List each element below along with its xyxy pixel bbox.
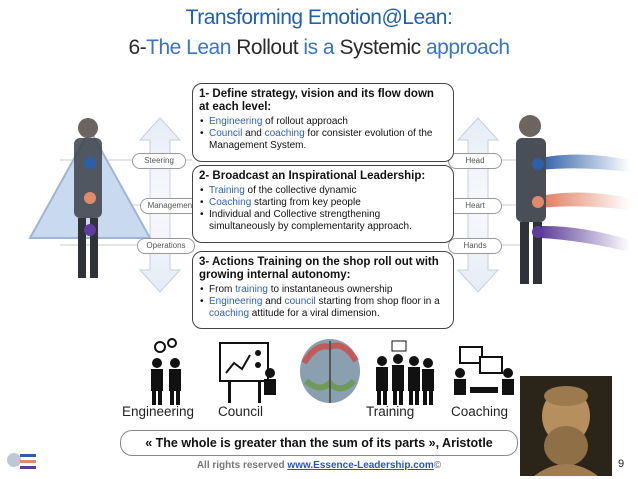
caption-council: Council <box>218 404 264 419</box>
bullet-item: Engineering of rollout approach <box>200 116 447 128</box>
coaching-meeting-icon <box>454 346 514 395</box>
footer: All rights reserved www.Essence-Leadersh… <box>0 460 638 471</box>
label-hands: Hands <box>448 238 502 254</box>
title-part-a: The Lean <box>146 36 237 59</box>
bullet-item: Council and coaching for consister evolu… <box>200 128 447 152</box>
box-define-strategy: 1- Define strategy, vision and its flow … <box>192 83 454 162</box>
label-operations: Operations <box>137 238 195 254</box>
box-actions-training: 3- Actions Training on the shop roll out… <box>192 251 454 329</box>
title-part-c: is a <box>298 36 340 59</box>
aristotle-quote: « The whole is greater than the sum of i… <box>120 430 518 456</box>
left-leader-figure <box>28 118 152 278</box>
caption-coaching: Coaching <box>451 404 509 419</box>
bullet-text: to instantaneous ownership <box>267 284 393 295</box>
keyword-text: training <box>235 284 268 295</box>
company-logo-icon <box>7 453 36 469</box>
footer-link[interactable]: www.Essence-Leadership.com <box>287 460 434 471</box>
footer-prefix: All rights reserved <box>196 460 288 471</box>
bullet-text: of the collective dynamic <box>244 185 357 196</box>
title-part-d: Systemic <box>339 36 421 59</box>
bullet-item: Training of the collective dynamic <box>200 185 447 197</box>
keyword-text: Training <box>209 185 245 196</box>
bullet-list: Training of the collective dynamicCoachi… <box>199 185 447 233</box>
keyword-text: Council <box>209 128 243 139</box>
bullet-text: attitude for a viral dimension. <box>249 308 380 319</box>
quote-text: « The whole is greater than the sum of i… <box>145 436 493 450</box>
label-heart: Heart <box>448 198 502 214</box>
council-presentation-icon <box>219 342 276 403</box>
bullet-item: Individual and Collective strengthening … <box>200 209 447 233</box>
bullet-text: and <box>242 128 265 139</box>
right-leader-figure <box>516 115 630 284</box>
bullet-item: Coaching starting from key people <box>200 197 447 209</box>
keyword-text: coaching <box>264 128 305 139</box>
bullet-text: Individual and Collective strengthening … <box>209 209 412 232</box>
bullet-item: Engineering and council starting from sh… <box>200 296 447 320</box>
keyword-text: Coaching <box>209 197 252 208</box>
box-heading: 3- Actions Training on the shop roll out… <box>199 256 439 281</box>
bullet-text: of rollout approach <box>262 116 348 127</box>
keyword-text: coaching <box>209 308 250 319</box>
bottom-icons <box>151 338 514 405</box>
brain-icon <box>300 339 360 403</box>
label-head: Head <box>448 153 502 169</box>
aristotle-bust-image <box>520 376 612 476</box>
title-number: 6- <box>128 36 147 59</box>
slide-title-line1: Transforming Emotion@Lean: <box>185 6 453 29</box>
title-part-e: approach <box>420 36 510 59</box>
bullet-list: Engineering of rollout approachCouncil a… <box>199 116 447 152</box>
bullet-text: and <box>262 296 285 307</box>
caption-training: Training <box>366 404 415 419</box>
caption-engineering: Engineering <box>122 404 195 419</box>
label-steering: Steering <box>132 153 186 169</box>
slide-title-line2: 6-The Lean Rollout is a Systemic approac… <box>0 36 638 60</box>
box-heading: 1- Define strategy, vision and its flow … <box>199 88 434 113</box>
training-group-icon <box>376 340 434 405</box>
engineers-icon <box>151 338 181 405</box>
keyword-text: Engineering <box>209 116 263 127</box>
box-heading: 2- Broadcast an Inspirational Leadership… <box>199 170 426 182</box>
keyword-text: Engineering <box>209 296 263 307</box>
bullet-text: starting from key people <box>251 197 361 208</box>
bullet-item: From training to instantaneous ownership <box>200 284 447 296</box>
bullet-text: starting from shop floor in a <box>315 296 440 307</box>
box-inspirational-leadership: 2- Broadcast an Inspirational Leadership… <box>192 165 454 243</box>
bullet-text: for consister evolution of the Managemen… <box>209 128 433 151</box>
title-part-b: Rollout <box>236 36 299 59</box>
keyword-text: council <box>284 296 316 307</box>
bullet-list: From training to instantaneous ownership… <box>199 284 447 320</box>
page-number: 9 <box>618 458 625 470</box>
footer-suffix: © <box>433 460 442 471</box>
bullet-text: From <box>209 284 236 295</box>
